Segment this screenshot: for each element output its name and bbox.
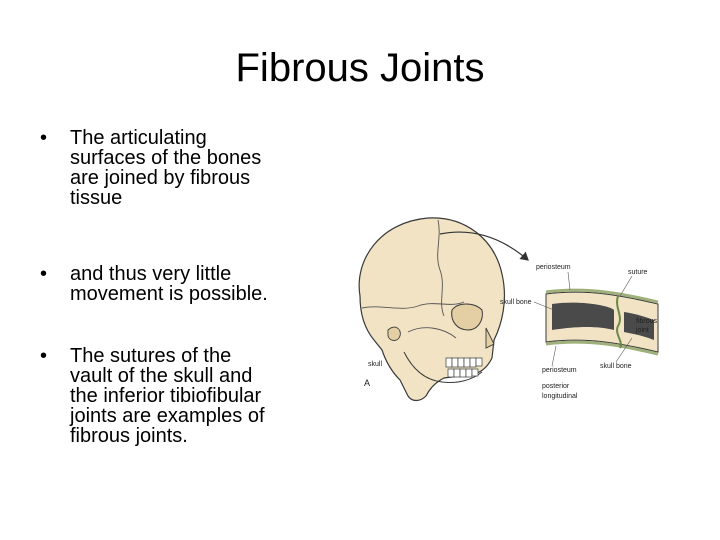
- leader-line: [567, 271, 571, 291]
- label-periosteum-bottom: periosteum: [542, 367, 577, 374]
- bullet-marker: •: [40, 345, 48, 367]
- bullet-line: tissue: [70, 187, 123, 209]
- cranial-suture-line: [437, 219, 445, 317]
- jaw-line: [403, 351, 483, 383]
- leader-line: [533, 301, 555, 311]
- teeth: [445, 357, 483, 378]
- label-fibrous: fibrous: [636, 318, 658, 325]
- bullet-line: vault of the skull and: [70, 365, 253, 387]
- skull-suture-illustration: periosteum suture skull bone fibrous joi…: [358, 217, 659, 402]
- label-suture: suture: [628, 269, 648, 276]
- leader-line: [551, 345, 557, 367]
- page-title: Fibrous Joints: [235, 46, 485, 90]
- cancellous-bone: [624, 312, 654, 340]
- ear-opening: [387, 326, 401, 341]
- eye-socket: [451, 303, 483, 331]
- label-posterior: posterior: [542, 383, 570, 390]
- label-longitudinal: longitudinal: [542, 393, 578, 400]
- bullet-line: fibrous joints.: [70, 425, 188, 447]
- bullet-line: surfaces of the bones: [70, 147, 262, 169]
- leader-line: [615, 337, 633, 363]
- periosteum-layer: [545, 288, 659, 304]
- suture-cross-section: [545, 288, 659, 356]
- cancellous-bone: [552, 302, 614, 330]
- bullet-item: • and thus very little movement is possi…: [40, 264, 268, 304]
- bullet-marker: •: [40, 127, 48, 149]
- label-skull-bone-right: skull bone: [600, 363, 632, 370]
- bullet-line: and thus very little: [70, 263, 232, 285]
- suture-seam: [616, 295, 622, 349]
- label-skull: skull: [368, 361, 382, 368]
- bullet-line: movement is possible.: [70, 283, 268, 305]
- cranial-suture-line: [361, 301, 465, 309]
- cranium-shape: [358, 217, 505, 402]
- bullet-line: joints are examples of: [70, 405, 265, 427]
- label-panel-a: A: [364, 378, 370, 388]
- periosteum-layer: [545, 340, 659, 356]
- bullet-item: • The sutures of the vault of the skull …: [40, 346, 265, 446]
- label-periosteum-top: periosteum: [536, 264, 571, 271]
- bullet-item: • The articulating surfaces of the bones…: [40, 128, 261, 208]
- label-skull-bone-left: skull bone: [500, 299, 532, 306]
- bullet-line: are joined by fibrous: [70, 167, 251, 189]
- bullet-marker: •: [40, 263, 48, 285]
- nasal-cavity: [485, 327, 495, 349]
- bullet-line: The articulating: [70, 127, 207, 149]
- cheekbone: [407, 327, 457, 339]
- arrow-icon: [439, 231, 529, 261]
- bullet-line: the inferior tibiofibular: [70, 385, 262, 407]
- label-joint: joint: [635, 327, 649, 334]
- skull-drawing: [358, 217, 505, 402]
- bullet-line: The sutures of the: [70, 345, 232, 367]
- leader-line: [619, 275, 633, 297]
